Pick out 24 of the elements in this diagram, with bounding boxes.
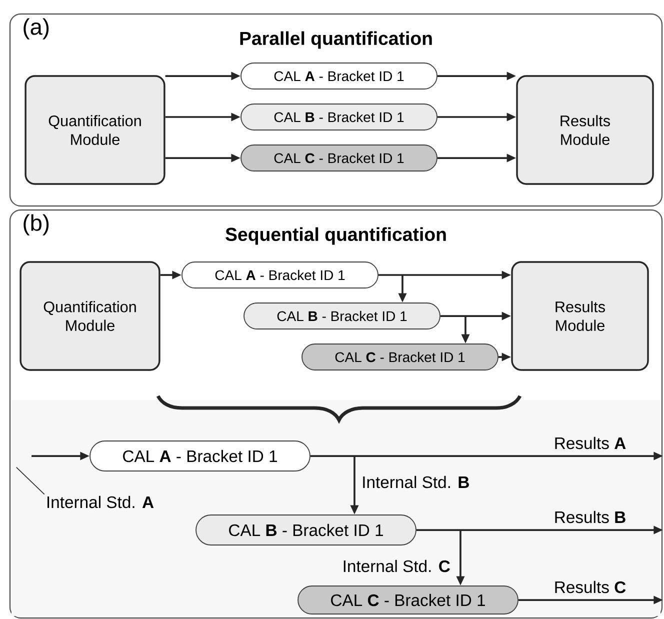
bracket-pill: CAL A - Bracket ID 1: [90, 440, 310, 472]
leader-line: [16, 466, 45, 495]
bracket-pill: CAL C - Bracket ID 1: [302, 344, 498, 370]
bracket-pill: CAL A - Bracket ID 1: [240, 62, 438, 90]
bracket-pill: CAL B - Bracket ID 1: [244, 302, 440, 330]
bracket-pill: CAL C - Bracket ID 1: [298, 586, 518, 614]
module-box: Quantification Module: [24, 75, 166, 185]
bracket-pill: CAL B - Bracket ID 1: [240, 104, 438, 130]
edge-label: Results A: [555, 436, 626, 450]
bracket-pill: CAL C - Bracket ID 1: [240, 144, 438, 172]
module-box: Results Module: [511, 261, 649, 371]
panel-title: Parallel quantification: [240, 31, 432, 49]
module-box: Results Module: [516, 75, 654, 185]
edge-label: Internal Std. B: [363, 476, 469, 488]
panel-title: Sequential quantification: [226, 227, 446, 245]
bracket-pill: CAL B - Bracket ID 1: [196, 514, 416, 546]
module-box: Quantification Module: [20, 261, 160, 371]
panel-label: (a): [24, 18, 49, 40]
note-text: Internal Std. A: [48, 496, 154, 508]
panel-label: (b): [24, 214, 49, 236]
bracket-pill: CAL A - Bracket ID 1: [182, 262, 378, 288]
edge-label: Results B: [555, 510, 626, 524]
edge-label: Results C: [555, 580, 626, 594]
edge-label: Internal Std. C: [344, 560, 450, 572]
